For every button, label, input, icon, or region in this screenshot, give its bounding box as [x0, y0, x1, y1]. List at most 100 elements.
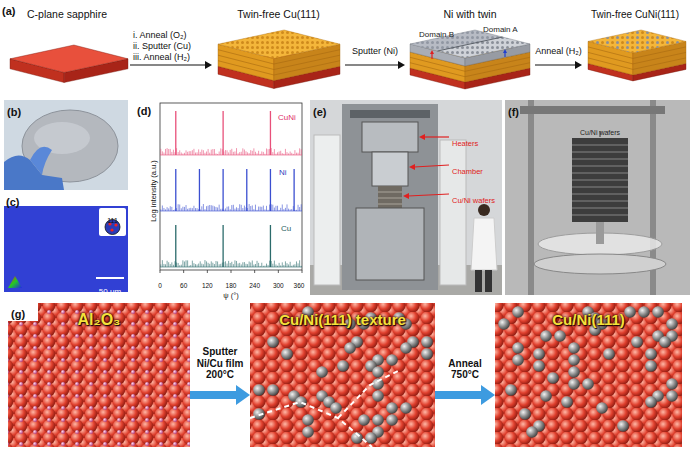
noise — [275, 264, 276, 267]
noise — [209, 205, 210, 211]
noise — [301, 149, 302, 155]
noise — [200, 152, 201, 155]
noise — [296, 210, 297, 211]
ni-atom — [568, 378, 580, 390]
arrow-head — [575, 61, 582, 69]
noise — [241, 264, 242, 267]
chamber — [372, 152, 408, 186]
noise — [189, 266, 190, 267]
noise — [268, 149, 269, 155]
ni-atom — [540, 390, 552, 402]
tick — [254, 270, 255, 273]
arrow-shaft — [190, 391, 237, 399]
noise — [233, 205, 234, 211]
noise — [280, 265, 281, 267]
noise — [192, 150, 193, 155]
noise — [178, 204, 179, 211]
noise — [181, 265, 182, 267]
person-head — [478, 204, 490, 216]
peak — [270, 225, 271, 267]
tick — [207, 270, 208, 273]
edge-label-wrap: Sputter (Ni) — [351, 40, 399, 58]
node-note: Domain B — [419, 30, 454, 39]
noise — [168, 262, 169, 267]
node-title: Twin-free Cu(111) — [237, 8, 319, 20]
lower-cabinet — [356, 208, 424, 280]
noise — [189, 151, 190, 155]
noise — [283, 154, 284, 155]
edge-label-wrap: Anneal 750°C — [436, 358, 494, 383]
process-step: ii. Sputter (Cu) — [133, 41, 191, 51]
noise — [216, 261, 217, 267]
noise — [274, 208, 275, 211]
tick-label: 0 — [158, 282, 162, 289]
noise — [288, 209, 289, 211]
noise — [201, 206, 202, 211]
noise — [293, 154, 294, 155]
noise — [255, 264, 256, 267]
noise — [239, 263, 240, 267]
noise — [216, 153, 217, 155]
ni-atom — [512, 342, 524, 354]
noise — [301, 204, 302, 211]
noise — [279, 210, 280, 211]
noise — [162, 205, 163, 211]
noise — [263, 206, 264, 211]
arrow-head — [398, 61, 405, 69]
noise — [250, 262, 251, 267]
block-arrow — [190, 385, 250, 405]
furnace-frame — [342, 104, 438, 290]
ni-atom — [568, 354, 580, 366]
edge-label: Anneal 750°C — [436, 358, 494, 381]
noise — [233, 152, 234, 155]
noise — [299, 260, 300, 267]
leader-head — [409, 164, 415, 170]
noise — [228, 261, 229, 267]
leader-head — [403, 193, 409, 199]
noise — [279, 263, 280, 267]
noise — [214, 264, 215, 267]
wafer-stack — [572, 138, 628, 222]
noise — [182, 207, 183, 211]
noise — [261, 263, 262, 267]
label-wrap: Cu/Ni wafers — [452, 189, 495, 207]
noise — [277, 152, 278, 155]
leader-line — [424, 136, 449, 137]
noise — [228, 152, 229, 155]
noise — [236, 148, 237, 155]
noise — [238, 263, 239, 267]
noise — [167, 207, 168, 211]
noise — [160, 149, 161, 155]
process-step: i. Anneal (O₂) — [133, 30, 187, 40]
noise — [285, 149, 286, 155]
noise — [249, 262, 250, 267]
noise — [299, 148, 300, 155]
label-wrap: Chamber — [452, 160, 483, 178]
noise — [192, 261, 193, 267]
noise — [296, 153, 297, 155]
cabinet — [314, 135, 340, 285]
noise — [201, 264, 202, 267]
ni-atom — [281, 348, 293, 360]
callout-label: Cu/Ni wafers — [452, 197, 495, 206]
ni-atom — [624, 306, 636, 318]
stage-illustration: Twin-free Cu(111) — [212, 2, 345, 95]
label-wrap: Heaters — [452, 132, 478, 150]
noise — [263, 266, 264, 267]
noise — [290, 209, 291, 211]
noise — [201, 150, 202, 155]
axis-title: ψ (°) — [223, 292, 238, 301]
noise — [211, 261, 212, 267]
lattice-panel: Al₂O₃ — [8, 303, 190, 447]
noise — [208, 149, 209, 155]
process-arrow — [345, 61, 405, 69]
label-wrap: ii. Sputter (Cu) — [133, 35, 191, 53]
label-wrap: (d) — [137, 101, 151, 119]
axis-title: Log intensity (a.u.) — [150, 160, 159, 222]
panel-letter: (a) — [2, 5, 15, 18]
noise — [220, 148, 221, 155]
noise — [197, 265, 198, 267]
noise — [160, 264, 161, 267]
ni-atom — [512, 306, 524, 318]
